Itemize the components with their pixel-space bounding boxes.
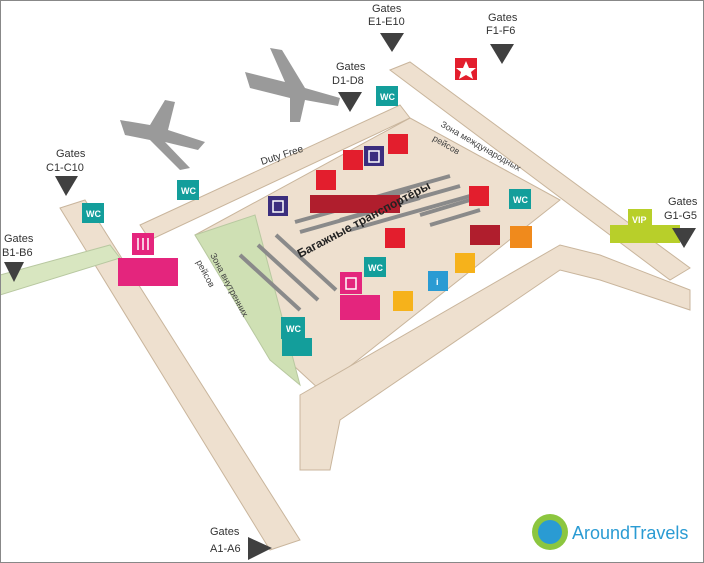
brand-logo: AroundTravels — [532, 514, 688, 550]
domestic-zone — [194, 214, 301, 387]
svg-text:i: i — [436, 277, 439, 287]
gate-d-line2: D1-D8 — [332, 75, 364, 87]
shopping-icon-5 — [385, 228, 405, 248]
wc-icon-5: WC — [364, 257, 386, 277]
wc-icon-4: WC — [509, 189, 531, 209]
gate-c-marker[interactable]: Gates C1-C10 — [46, 148, 86, 196]
gate-d-line1: Gates — [336, 61, 366, 73]
shop-block — [340, 295, 380, 320]
svg-text:WC: WC — [286, 324, 301, 334]
wc-block — [282, 338, 312, 356]
svg-text:WC: WC — [368, 263, 383, 273]
gate-e-marker[interactable]: Gates E1-E10 — [368, 3, 405, 52]
shops-block-east — [470, 225, 500, 245]
gate-d-marker[interactable]: Gates D1-D8 — [332, 61, 366, 112]
svg-text:VIP: VIP — [632, 215, 647, 225]
gate-g-marker[interactable]: Gates G1-G5 — [664, 196, 698, 248]
svg-text:WC: WC — [513, 195, 528, 205]
shopping-icon-2 — [343, 150, 363, 170]
info-icon: i — [428, 271, 448, 291]
duty-free-shops-block — [310, 195, 400, 213]
gate-d-arrow-icon — [338, 92, 362, 112]
gate-c-line2: C1-C10 — [46, 162, 84, 174]
vip-icon: VIP — [628, 209, 652, 229]
gate-f-line1: Gates — [488, 12, 518, 24]
star-icon — [455, 58, 477, 80]
luggage-icon-2 — [364, 146, 384, 166]
svg-text:WC: WC — [181, 186, 196, 196]
gate-c-line1: Gates — [56, 148, 86, 160]
gate-e-arrow-icon — [380, 33, 404, 52]
gate-a-arrow-icon — [248, 537, 272, 560]
gate-f-line2: F1-F6 — [486, 25, 515, 37]
shopping-icon-1 — [316, 170, 336, 190]
gate-e-line1: Gates — [372, 3, 402, 15]
gate-b-arrow-icon — [4, 262, 24, 282]
svg-text:WC: WC — [380, 92, 395, 102]
shopping-icon-4 — [469, 186, 489, 206]
transfer-icon — [510, 226, 532, 248]
gate-c-arrow-icon — [55, 176, 78, 196]
vip-lounge-block — [610, 225, 680, 243]
luggage-icon-1 — [268, 196, 288, 216]
gate-f-arrow-icon — [490, 44, 514, 64]
wc-icon-6: WC — [281, 317, 305, 339]
shop-icon — [340, 272, 362, 294]
brand-name: AroundTravels — [572, 523, 688, 543]
service-icon-1 — [455, 253, 475, 273]
airplane-right-icon — [245, 48, 340, 122]
restaurant-block — [118, 258, 178, 286]
gate-a-marker[interactable]: Gates A1-A6 — [210, 526, 272, 560]
gate-f-marker[interactable]: Gates F1-F6 — [486, 12, 518, 64]
gate-g-arrow-icon — [672, 228, 696, 248]
gate-a-line2: A1-A6 — [210, 543, 241, 555]
gate-a-line1: Gates — [210, 526, 240, 538]
pier-west — [0, 199, 301, 551]
restaurant-icon — [132, 233, 154, 255]
gate-e-line2: E1-E10 — [368, 16, 405, 28]
gate-b-line2: B1-B6 — [2, 247, 33, 259]
gate-g-line2: G1-G5 — [664, 210, 697, 222]
wc-icon-1: WC — [82, 203, 104, 223]
svg-text:WC: WC — [86, 209, 101, 219]
curbside-road — [299, 244, 691, 471]
wc-icon-2: WC — [177, 180, 199, 200]
gate-b-line1: Gates — [4, 233, 34, 245]
gate-g-line1: Gates — [668, 196, 698, 208]
airplane-left-icon — [120, 100, 205, 170]
wc-icon-3: WC — [376, 86, 398, 106]
gate-b-marker[interactable]: Gates B1-B6 — [2, 233, 34, 282]
shopping-icon-3 — [388, 134, 408, 154]
service-icon-2 — [393, 291, 413, 311]
